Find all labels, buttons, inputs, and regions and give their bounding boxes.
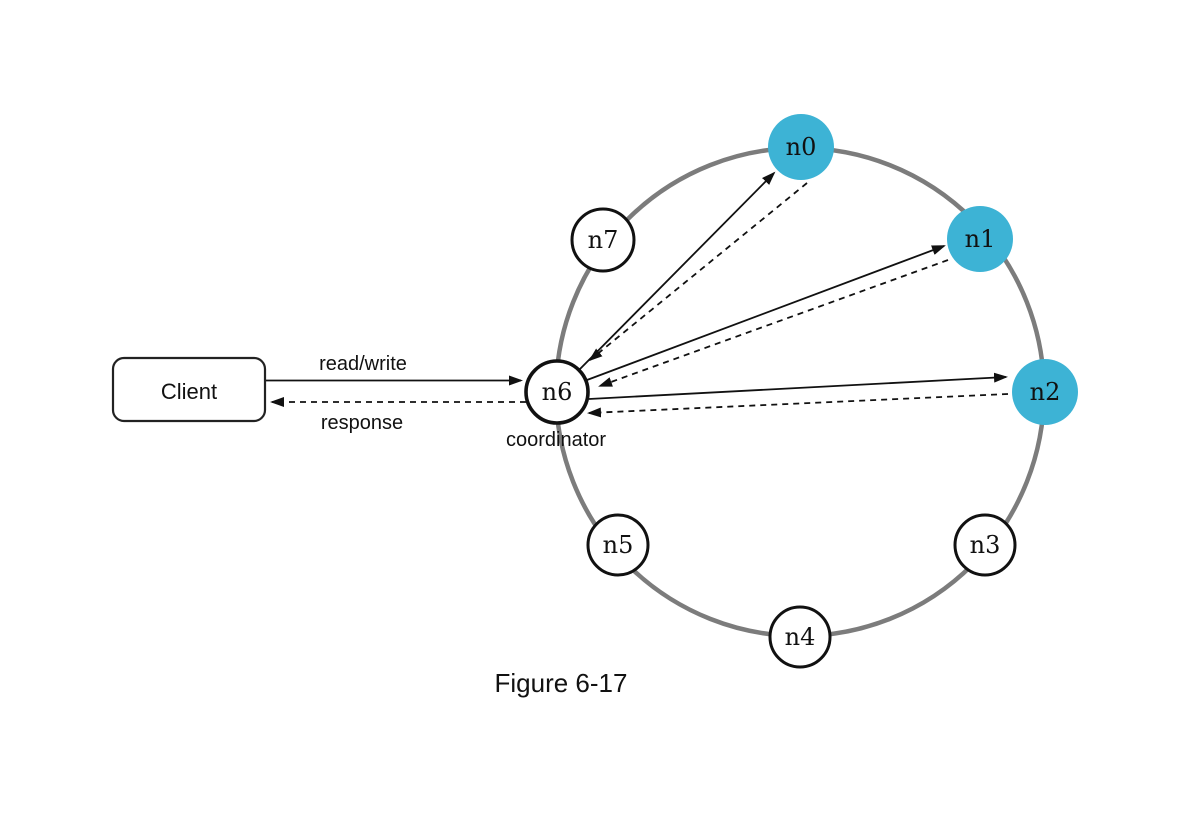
- node-n1: n1: [947, 206, 1013, 272]
- figure-caption: Figure 6-17: [495, 668, 628, 698]
- coordinator-label: coordinator: [506, 429, 606, 451]
- node-n0: n0: [768, 114, 834, 180]
- node-n5-label: n5: [603, 531, 634, 559]
- node-n4-circle: [768, 605, 832, 669]
- client-rect: [111, 356, 267, 423]
- node-n2-circle: [1012, 359, 1078, 425]
- node-n7: n7: [570, 207, 636, 273]
- node-n0-label: n0: [786, 133, 817, 161]
- node-n4: n4: [768, 605, 832, 669]
- node-n1-circle: [947, 206, 1013, 272]
- node-n3: n3: [953, 513, 1017, 577]
- node-n7-label: n7: [588, 226, 619, 254]
- client-box: Client: [111, 356, 267, 423]
- node-n3-circle: [953, 513, 1017, 577]
- node-n7-circle: [570, 207, 636, 273]
- client-label: Client: [161, 379, 217, 404]
- response-label: response: [321, 412, 403, 434]
- node-n4-label: n4: [785, 623, 816, 651]
- arrow-n6-to-n1: [586, 245, 946, 381]
- node-n0-circle: [768, 114, 834, 180]
- read-write-label: read/write: [319, 353, 407, 375]
- node-n5: n5: [586, 513, 650, 577]
- node-n6-coordinator: n6: [524, 359, 590, 425]
- arrow-n6-to-n0: [579, 171, 776, 370]
- arrow-n6-to-n2: [588, 372, 1008, 400]
- node-n2: n2: [1012, 359, 1078, 425]
- arrow-n2-to-n6: [587, 393, 1009, 418]
- node-n3-label: n3: [970, 531, 1001, 559]
- node-n5-circle: [586, 513, 650, 577]
- node-n1-label: n1: [965, 225, 996, 253]
- node-n6-circle: [524, 359, 590, 425]
- node-n6-label: n6: [542, 378, 573, 406]
- node-n2-label: n2: [1030, 378, 1061, 406]
- arrow-n0-to-n6: [588, 182, 808, 362]
- arrow-n1-to-n6: [598, 259, 949, 387]
